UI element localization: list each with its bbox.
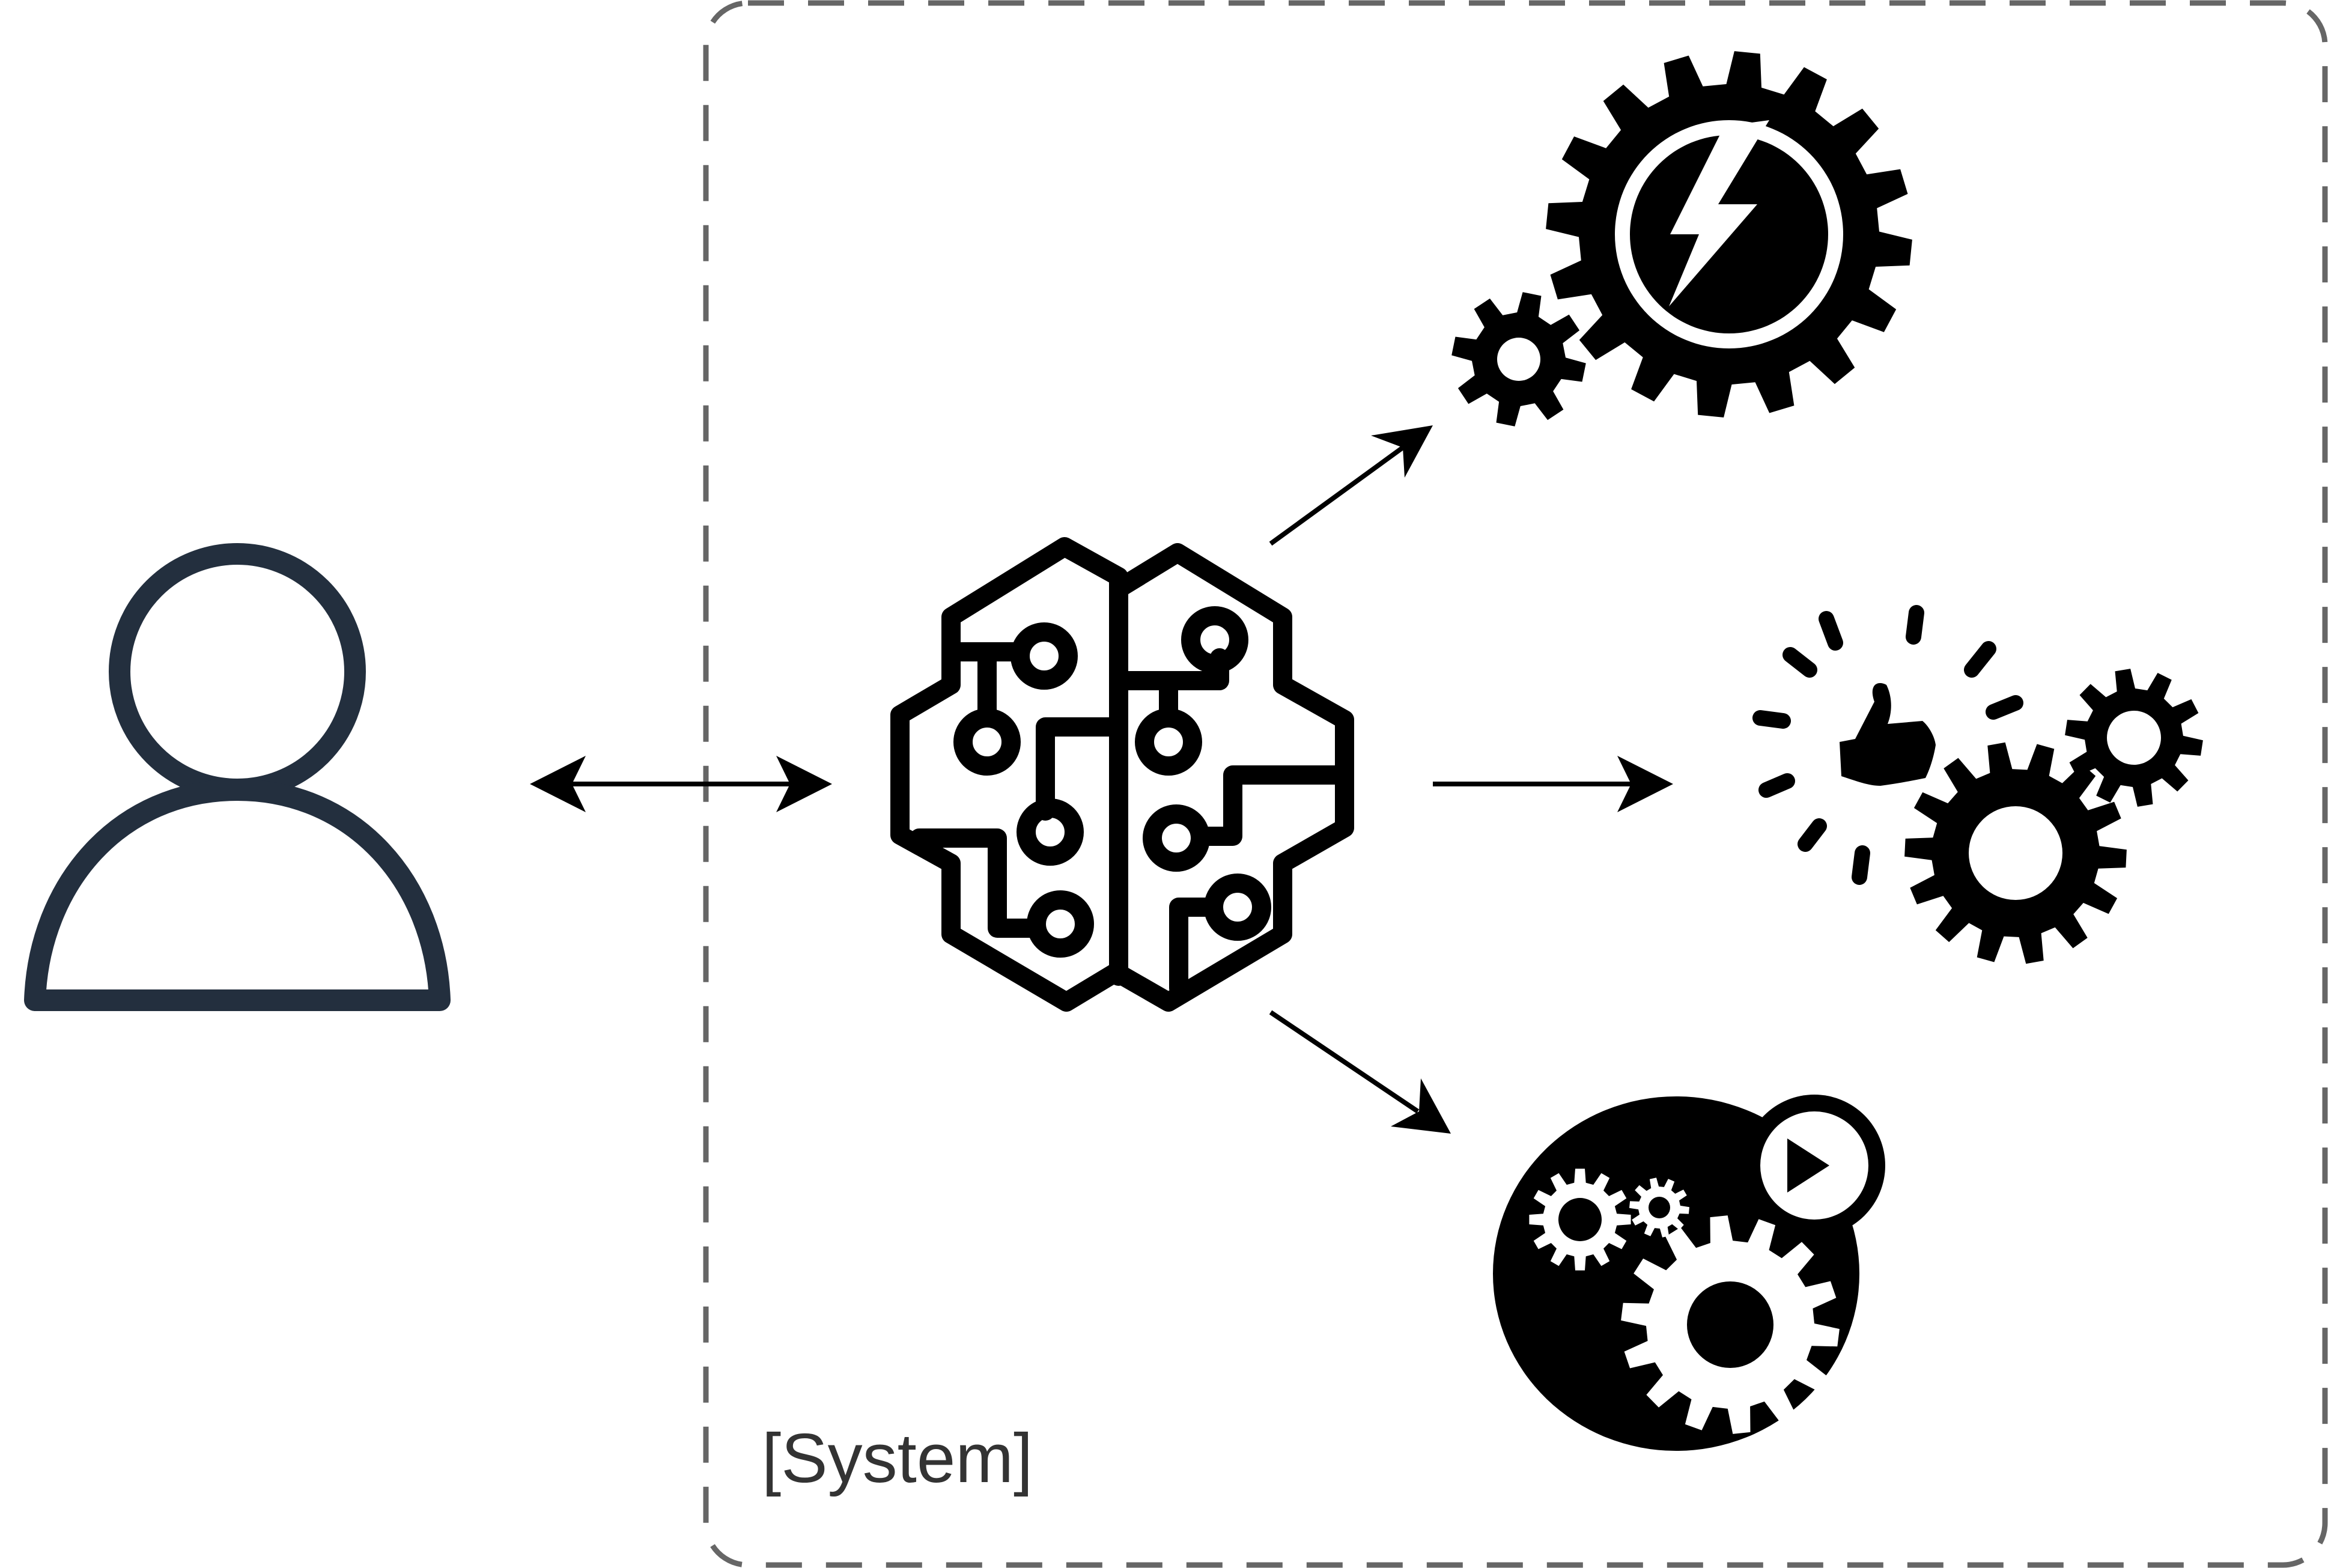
brain-circuit-icon: [890, 537, 1354, 1012]
arrow-brain-automation: [1269, 425, 1433, 546]
gears-play-icon: [1493, 1095, 1885, 1451]
gears-lightning-icon: [1451, 51, 1912, 427]
arrow-brain-approval: [1433, 756, 1673, 812]
arrow-brain-process: [1269, 1010, 1451, 1134]
thumbs-up-gears-icon: [1752, 605, 2203, 964]
system-label: [System]: [762, 1419, 1033, 1497]
user-icon: [24, 543, 451, 1011]
arrow-user-brain: [530, 756, 832, 812]
